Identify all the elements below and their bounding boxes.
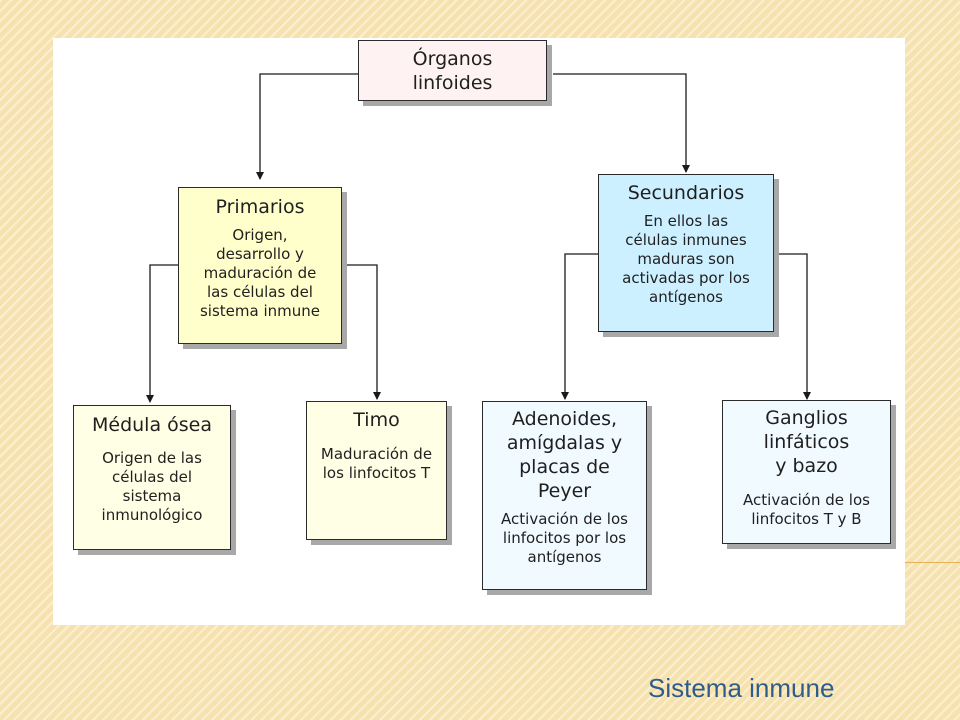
primary-organs-node: Primarios Origen, desarrollo y maduració… (178, 187, 342, 344)
lymph-nodes-spleen-title: Ganglios linfáticos y bazo (763, 407, 850, 477)
lymph-nodes-spleen-description: Activación de los linfocitos T y B (743, 491, 870, 528)
bone-marrow-description: Origen de las células del sistema inmuno… (101, 449, 203, 524)
adenoids-tonsils-peyer-node: Adenoides, amígdalas y placas de Peyer A… (482, 401, 647, 590)
primary-organs-title: Primarios (215, 196, 305, 218)
arrow-primary-to-thymus (343, 264, 381, 400)
arrow-secondary-to-adenoids (561, 253, 598, 400)
diagram-panel: Órganos linfoides Primarios Origen, desa… (53, 38, 905, 625)
bone-marrow-node: Médula ósea Origen de las células del si… (73, 405, 231, 550)
arrow-root-to-primary (256, 73, 358, 180)
adenoids-tonsils-peyer-title: Adenoides, amígdalas y placas de Peyer (506, 408, 623, 502)
secondary-organs-title: Secundarios (627, 182, 745, 204)
slide-divider-line (905, 562, 960, 563)
lymph-nodes-spleen-node: Ganglios linfáticos y bazo Activación de… (722, 400, 891, 544)
arrow-root-to-secondary (553, 73, 690, 173)
thymus-title: Timo (353, 409, 400, 431)
slide-footer-title: Sistema inmune (648, 673, 835, 703)
secondary-organs-node: Secundarios En ellos las células inmunes… (598, 174, 774, 332)
arrow-secondary-to-ganglia (775, 253, 811, 400)
root-node-organos-linfoides: Órganos linfoides (358, 40, 547, 101)
bone-marrow-title: Médula ósea (91, 414, 212, 436)
adenoids-tonsils-peyer-description: Activación de los linfocitos por los ant… (501, 510, 628, 566)
primary-organs-description: Origen, desarrollo y maduración de las c… (199, 226, 320, 320)
thymus-description: Maduración de los linfocitos T (320, 445, 433, 482)
secondary-organs-description: En ellos las células inmunes maduras son… (622, 212, 750, 306)
arrow-primary-to-bone-marrow (146, 264, 178, 403)
connector-arrows (146, 73, 811, 403)
thymus-node: Timo Maduración de los linfocitos T (306, 401, 447, 540)
root-node-title: Órganos linfoides (412, 48, 493, 94)
